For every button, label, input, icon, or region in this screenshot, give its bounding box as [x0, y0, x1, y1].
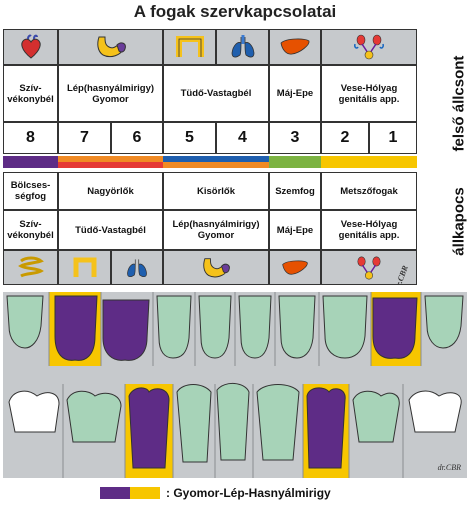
teeth-illustration: dr.CBR: [3, 292, 467, 478]
liver-icon: [282, 260, 308, 275]
small-intestine-icon-cell: [3, 250, 58, 285]
lower-tooth: [176, 384, 212, 463]
upper-tooth-purple: [54, 295, 98, 361]
upper-organ-lung: Tüdő-Vastagbél: [163, 65, 269, 122]
upper-icon-row: [3, 29, 443, 65]
tooth-number: 5: [163, 122, 216, 154]
large-intestine-icon: [73, 257, 96, 277]
lower-tooth: [352, 390, 400, 443]
upper-tooth: [238, 295, 272, 359]
lower-tooth-purple: [128, 387, 170, 469]
liver-icon: [280, 38, 310, 55]
intestine-icon-cell: [163, 29, 216, 65]
lower-tooth: [256, 384, 300, 461]
lungs-icon-cell: [216, 29, 269, 65]
heart-icon-cell: [3, 29, 58, 65]
stomach-icon-cell: [163, 250, 269, 285]
heart-icon: [20, 34, 41, 59]
stomach-icon: [96, 36, 126, 58]
tooth-number: 3: [269, 122, 321, 154]
upper-tooth: [6, 295, 44, 349]
legend-swatch-yellow: [130, 487, 160, 499]
side-label-lower: állkapocs: [450, 187, 468, 256]
upper-tooth: [156, 295, 192, 359]
upper-tooth-purple: [102, 299, 150, 361]
lungs-icon-cell: [111, 250, 163, 285]
kidney-bladder-icon-cell: dr.CBR: [321, 250, 417, 285]
upper-organ-row: Szív- vékonybél Lép(hasnyálmirigy) Gyomo…: [3, 65, 443, 122]
legend-label: : Gyomor-Lép-Hasnyálmirigy: [166, 486, 331, 500]
legend: : Gyomor-Lép-Hasnyálmirigy: [100, 486, 331, 500]
tooth-type-premolars: Kisörlők: [163, 172, 269, 210]
tooth-number: 1: [369, 122, 417, 154]
lower-organ-lung: Tüdő-Vastagbél: [58, 210, 163, 250]
lower-tooth: [8, 390, 60, 433]
upper-tooth: [278, 295, 316, 359]
kidney-bladder-icon: [354, 34, 384, 60]
upper-organ-liver: Máj-Epe: [269, 65, 321, 122]
upper-tooth: [424, 295, 464, 349]
upper-tooth-purple: [372, 297, 418, 359]
legend-swatch-purple: [100, 487, 130, 499]
lower-organ-row: Szív- vékonybél Tüdő-Vastagbél Lép(hasny…: [3, 210, 443, 250]
stomach-icon-cell: [58, 29, 163, 65]
kidney-bladder-icon: [357, 256, 381, 279]
tooth-type-canine: Szemfog: [269, 172, 321, 210]
tooth-number: 6: [111, 122, 163, 154]
upper-organ-stomach: Lép(hasnyálmirigy) Gyomor: [58, 65, 163, 122]
tooth-type-molars: Nagyörlők: [58, 172, 163, 210]
liver-icon-cell: [269, 250, 321, 285]
upper-organ-kidney: Vese-Hólyag genitális app.: [321, 65, 417, 122]
color-bar-lower: [3, 162, 417, 168]
liver-icon-cell: [269, 29, 321, 65]
small-intestine-icon: [17, 256, 44, 277]
upper-tooth: [198, 295, 232, 359]
lower-organ-kidney: Vese-Hólyag genitális app.: [321, 210, 417, 250]
lower-tooth: [408, 390, 462, 433]
tooth-type-wisdom: Bölcses- ségfog: [3, 172, 58, 210]
lungs-icon: [231, 35, 254, 58]
organ-table: Szív- vékonybél Lép(hasnyálmirigy) Gyomo…: [3, 29, 443, 285]
signature-text: dr.CBR: [437, 463, 461, 472]
lower-tooth-purple: [306, 387, 346, 469]
tooth-number: 2: [321, 122, 369, 154]
tooth-type-row: Bölcses- ségfog Nagyörlők Kisörlők Szemf…: [3, 172, 443, 210]
lower-tooth: [66, 390, 122, 443]
tooth-number: 4: [216, 122, 269, 154]
intestine-icon: [175, 36, 204, 57]
side-labels: felső állcsont állkapocs: [446, 29, 470, 285]
lower-icon-row: dr.CBR: [3, 250, 443, 285]
stomach-icon: [203, 257, 230, 277]
lower-tooth: [216, 383, 250, 461]
teeth-svg: [6, 292, 464, 478]
page-title: A fogak szervkapcsolatai: [133, 2, 337, 21]
color-bar-upper: [3, 156, 417, 162]
large-intestine-icon-cell: [58, 250, 111, 285]
tooth-number: 7: [58, 122, 111, 154]
upper-tooth: [322, 295, 368, 359]
tooth-number-row: 8 7 6 5 4 3 2 1: [3, 122, 443, 154]
lungs-icon: [127, 258, 147, 277]
signature-text: dr.CBR: [393, 264, 411, 285]
lower-organ-liver: Máj-Epe: [269, 210, 321, 250]
lower-organ-stomach: Lép(hasnyálmirigy) Gyomor: [163, 210, 269, 250]
upper-organ-heart: Szív- vékonybél: [3, 65, 58, 122]
side-label-upper: felső állcsont: [450, 55, 468, 152]
tooth-number: 8: [3, 122, 58, 154]
kidney-bladder-icon-cell: [321, 29, 417, 65]
tooth-type-incisors: Metszőfogak: [321, 172, 417, 210]
lower-organ-heart: Szív- vékonybél: [3, 210, 58, 250]
